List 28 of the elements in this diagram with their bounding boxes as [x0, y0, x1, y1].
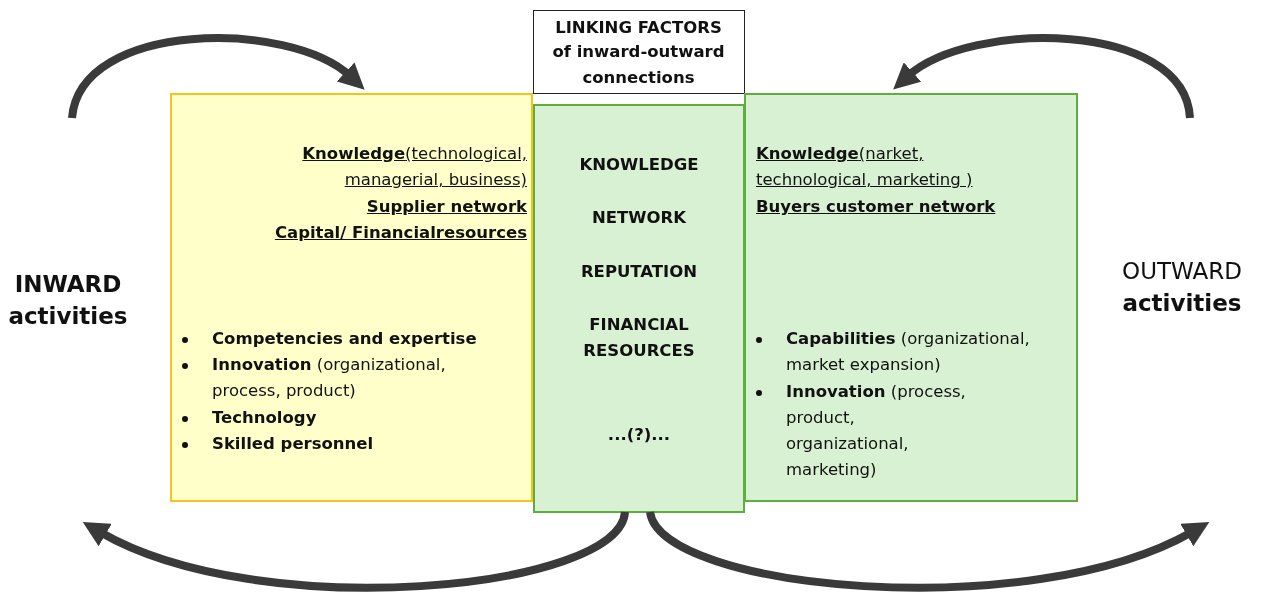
label-text: REPUTATION: [579, 261, 699, 283]
label-text: Capital/ Financialresources: [273, 222, 527, 244]
list-item: Innovation (process, product, organizational, marketing): [786, 381, 967, 481]
list-item: Skilled personnel: [212, 433, 375, 455]
label-text: of inward-outward connections: [551, 41, 726, 89]
label-text: Supplier network: [365, 196, 527, 218]
label-text: FINANCIAL RESOURCES: [582, 314, 696, 362]
list-item: Innovation (organizational, process, product): [212, 354, 447, 402]
panel: [744, 93, 1078, 502]
side-label: INWARD activities: [8, 268, 128, 334]
label-text: KNOWLEDGE: [578, 154, 700, 176]
header-box: [533, 10, 745, 94]
panel: [533, 104, 745, 513]
label-text: Knowledge(narket, technological, marketing ): [756, 143, 974, 191]
label-text: ...(?)...: [606, 424, 672, 446]
heading: LINKING FACTORS: [554, 17, 723, 39]
list-item: Competencies and expertise: [212, 328, 478, 350]
list-item: Capabilities (organizational, market expansion): [786, 328, 1031, 376]
curved-arrow: [68, 34, 367, 120]
curved-arrow: [891, 34, 1194, 119]
label-text: Buyers customer network: [756, 196, 997, 218]
label-text: NETWORK: [590, 207, 688, 229]
panel: [170, 93, 533, 502]
side-label: OUTWARD activities: [1106, 255, 1258, 323]
list-item: Technology: [212, 407, 318, 429]
curved-arrow: [646, 510, 1211, 592]
label-text: Knowledge(technological, managerial, business): [301, 143, 527, 191]
curved-arrow: [81, 510, 629, 592]
